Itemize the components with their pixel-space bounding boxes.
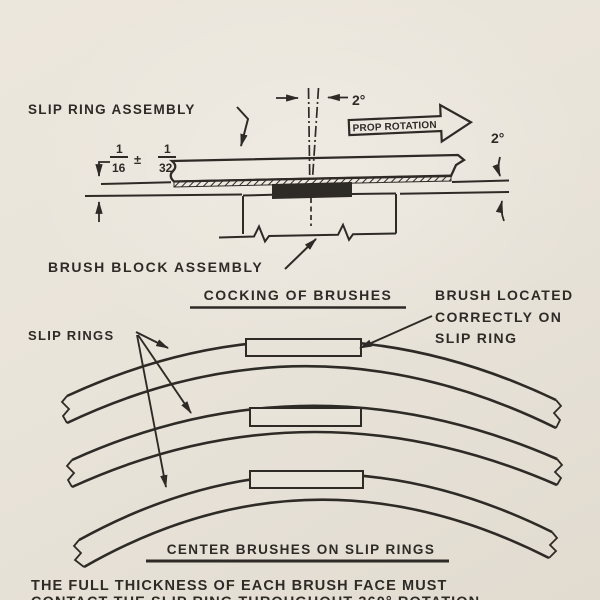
prop-rotation-arrow-outline [347, 103, 474, 144]
brush-on-ring-3 [249, 470, 364, 489]
centering-diagram: SLIP RINGS BRUSH LOCATED CORRECTLY ON SL… [28, 287, 574, 569]
slip-rings-leader-arrow-3 [136, 334, 168, 489]
brush-located-line1: BRUSH LOCATED [435, 287, 574, 303]
slip-rings-label: SLIP RINGS [28, 328, 114, 343]
clearance-denominator-1: 16 [112, 161, 126, 175]
brush-located-label: BRUSH LOCATED CORRECTLY ON SLIP RING [435, 287, 574, 346]
prop-rotation-label: PROP ROTATION [352, 120, 437, 135]
slip-rings-leader-arrow-2 [137, 334, 192, 414]
cocking-angle-right-label: 2° [491, 130, 504, 146]
clearance-denominator-2: 32 [159, 161, 173, 175]
clearance-numerator-2: 1 [164, 142, 171, 156]
ring-surface-ref-line-left [100, 181, 172, 185]
slip-ring-2-inner-arc [71, 430, 558, 489]
ring-surface-ref-line-right [451, 179, 510, 183]
slip-rings-leader-arrow-1 [135, 331, 169, 349]
cocking-diagram: SLIP RING ASSEMBLY 1 16 ± 1 32 [28, 87, 510, 309]
brush-block-assembly-label: BRUSH BLOCK ASSEMBLY [48, 259, 263, 275]
block-plane-ref-line-left [84, 193, 243, 197]
slip-ring-assembly-label: SLIP RING ASSEMBLY [28, 102, 196, 117]
centering-diagram-title: CENTER BRUSHES ON SLIP RINGS [167, 542, 435, 557]
brush-located-leader-arrow [359, 315, 433, 349]
slip-ring-3-right-break [548, 531, 559, 559]
caption-line1: THE FULL THICKNESS OF EACH BRUSH FACE MU… [31, 578, 448, 594]
slip-ring-3-left-break [72, 539, 85, 568]
slip-ring-2-left-break [65, 459, 76, 488]
brush-on-ring-1 [245, 338, 362, 357]
brush-on-ring-2 [249, 407, 362, 427]
slip-ring-2-right-break [553, 458, 564, 486]
vertical-centerline [307, 87, 311, 198]
brush-block [218, 192, 397, 244]
slip-ring-1-inner-arc [66, 364, 557, 430]
prop-rotation-arrow: PROP ROTATION [347, 103, 474, 144]
brush-block-bottom-break-line [218, 222, 397, 244]
brush-block-top-right [351, 192, 397, 195]
brush-block-leader-arrow [284, 238, 317, 270]
slip-ring-assembly-leader-arrow [236, 106, 250, 148]
caption-line2: CONTACT THE SLIP RING THROUGHOUT 360° RO… [31, 595, 480, 600]
block-plane-ref-line-right [399, 191, 510, 195]
brush-located-line2: CORRECTLY ON [435, 309, 562, 325]
slip-ring-1-left-break [60, 395, 71, 424]
cocked-centerline [310, 87, 320, 195]
brush-located-line3: SLIP RING [435, 330, 517, 346]
cocking-diagram-title: COCKING OF BRUSHES [204, 287, 393, 303]
cocking-angle-top-label: 2° [352, 92, 365, 108]
clearance-numerator-1: 1 [116, 142, 123, 156]
gap-angle-arrow-down [492, 156, 501, 178]
clearance-dimension: 1 16 ± 1 32 [95, 142, 176, 222]
clearance-dim-arrow-down [95, 161, 110, 178]
slip-ring-1-right-break [552, 399, 563, 429]
slip-ring-3-inner-arc [83, 498, 550, 569]
slip-ring-2-outer-arc [71, 404, 558, 462]
plus-minus-sign: ± [134, 152, 141, 167]
caption: THE FULL THICKNESS OF EACH BRUSH FACE MU… [31, 578, 480, 600]
gap-angle-arrow-up [495, 199, 505, 222]
slip-ring-contact-surface-hatch [173, 174, 452, 188]
brush-block-top-left [242, 193, 273, 197]
